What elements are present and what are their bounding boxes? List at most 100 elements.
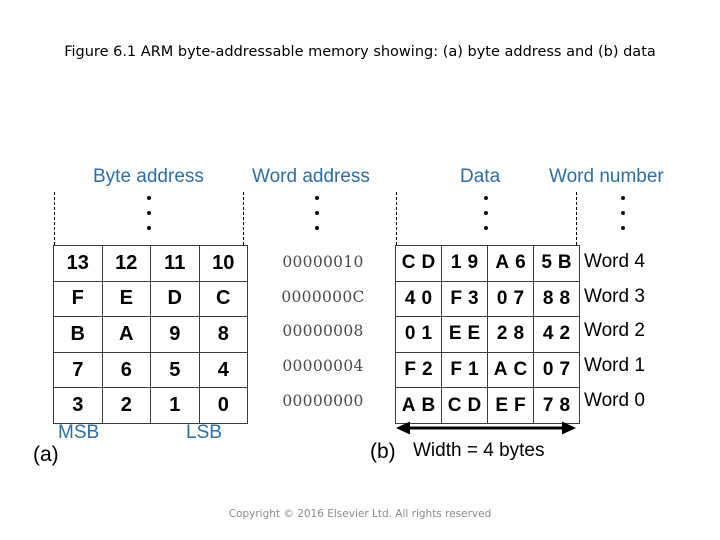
hex-digit: D — [467, 394, 482, 416]
hex-digit: 0 — [496, 287, 508, 309]
dashed-guide-line-byte-right — [243, 192, 244, 245]
byte-address-cell: 6 — [101, 351, 151, 389]
word-number-label: Word 2 — [584, 320, 645, 342]
word-number-label: Word 0 — [584, 389, 645, 411]
hex-digit: A — [495, 252, 510, 274]
lsb-label: LSB — [186, 422, 222, 443]
word-address-value: 00000008 — [282, 322, 364, 341]
column-header-data: Data — [460, 166, 501, 187]
hex-digit: B — [557, 252, 572, 274]
byte-address-cell: 10 — [198, 245, 248, 282]
hex-digit: 0 — [421, 287, 433, 309]
width-caption: Width = 4 bytes — [413, 440, 545, 461]
byte-address-cell: 7 — [53, 351, 103, 389]
dashed-guide-line-data-right — [576, 192, 577, 245]
hex-digit: 7 — [542, 394, 554, 416]
hex-digit: E — [467, 323, 481, 345]
word-number-label: Word 3 — [584, 285, 645, 307]
width-double-arrow-icon — [396, 421, 576, 435]
word-address-value: 0000000C — [281, 287, 365, 306]
ellipsis-dot — [315, 211, 319, 215]
ellipsis-dot — [484, 196, 488, 200]
ellipsis-dot — [484, 211, 488, 215]
word-address-value: 00000000 — [282, 391, 364, 410]
byte-address-cell: 5 — [150, 351, 200, 389]
hex-digit: F — [450, 359, 463, 381]
byte-address-cell: 9 — [150, 316, 200, 353]
hex-digit: E — [448, 323, 462, 345]
byte-address-cell: B — [53, 316, 103, 353]
vertical-ellipsis-word-address — [310, 196, 324, 230]
page-title: Figure 6.1 ARM byte-addressable memory s… — [64, 44, 656, 60]
byte-address-cell: A — [101, 316, 151, 353]
hex-digit: 7 — [559, 359, 571, 381]
dashed-guide-line-data-left — [396, 192, 397, 245]
byte-address-cell: C — [198, 280, 248, 318]
hex-digit: 8 — [559, 394, 571, 416]
copyright-footer: Copyright © 2016 Elsevier Ltd. All right… — [228, 508, 492, 520]
ellipsis-dot — [621, 196, 625, 200]
hex-digit: 7 — [513, 287, 525, 309]
hex-digit: F — [450, 287, 463, 309]
ellipsis-dot — [484, 226, 488, 230]
ellipsis-dot — [147, 211, 151, 215]
ellipsis-dot — [315, 226, 319, 230]
panel-label-a: (a) — [33, 443, 59, 466]
column-header-word-number: Word number — [549, 166, 664, 187]
byte-address-cell: E — [101, 280, 151, 318]
column-header-word-address: Word address — [252, 166, 370, 187]
hex-digit: 4 — [542, 323, 554, 345]
hex-digit: 9 — [467, 252, 479, 274]
byte-address-cell: F — [53, 280, 103, 318]
hex-digit: C — [513, 359, 528, 381]
msb-label: MSB — [58, 422, 100, 443]
byte-address-cell: 8 — [198, 316, 248, 353]
hex-digit: 0 — [542, 359, 554, 381]
vertical-ellipsis-byte-address — [142, 196, 156, 230]
hex-digit: 3 — [468, 287, 479, 309]
ellipsis-dot — [621, 211, 625, 215]
byte-address-cell: 12 — [101, 245, 151, 282]
hex-digit: E — [495, 394, 509, 416]
dashed-guide-line-byte-left — [54, 192, 55, 245]
hex-digit: 2 — [559, 323, 571, 345]
hex-digit: 1 — [421, 323, 433, 345]
hex-digit: 2 — [422, 359, 433, 381]
ellipsis-dot — [147, 226, 151, 230]
